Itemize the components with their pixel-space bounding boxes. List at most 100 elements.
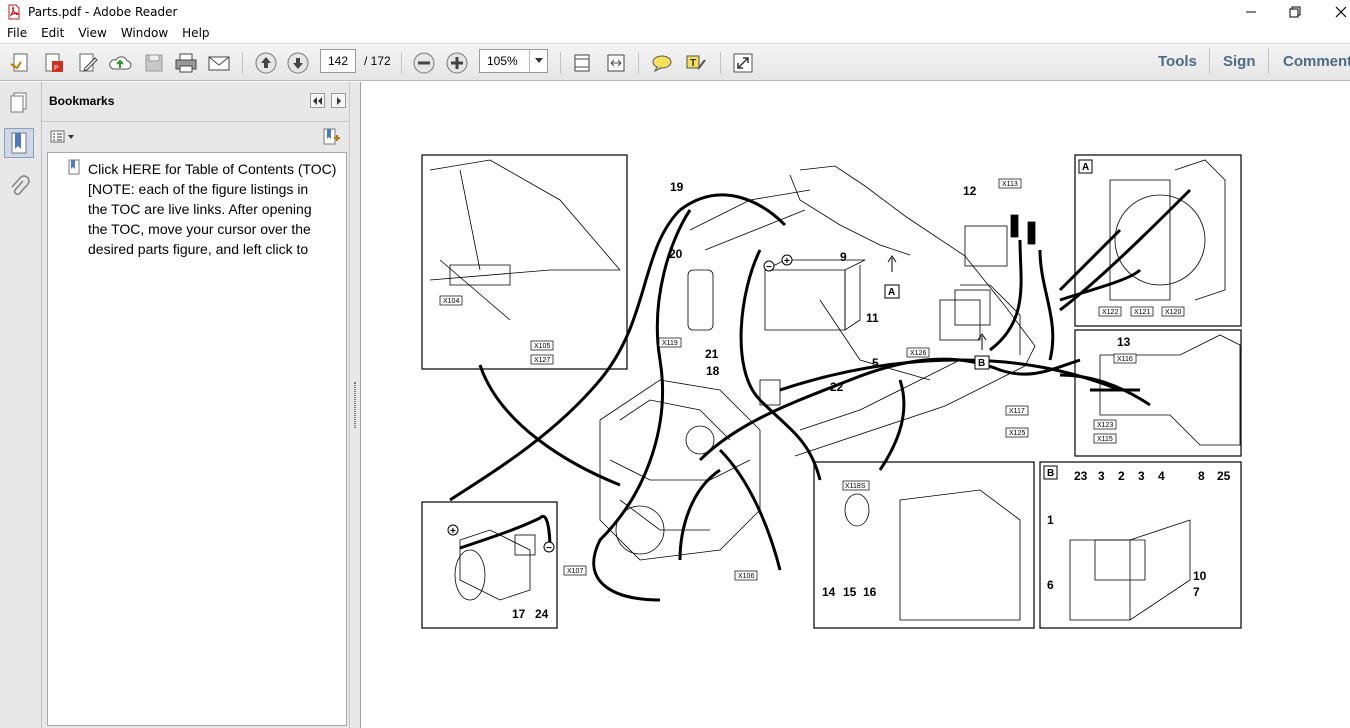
- bookmark-item-icon: [68, 159, 88, 259]
- pdf-file-icon: [6, 4, 22, 20]
- highlight-button[interactable]: T: [684, 51, 708, 75]
- inset-lamp: [813, 461, 1035, 629]
- tag-x120: X120: [1161, 306, 1185, 317]
- page-thumbnails-button[interactable]: [4, 88, 34, 118]
- svg-text:11: 11: [866, 311, 879, 325]
- page-number-input[interactable]: 142: [320, 49, 356, 73]
- svg-text:4: 4: [1158, 469, 1165, 483]
- tag-x117: X117: [1005, 405, 1029, 416]
- fit-width-icon: [607, 54, 625, 72]
- svg-text:X104: X104: [443, 298, 459, 305]
- export-pdf-button[interactable]: P: [42, 51, 66, 75]
- svg-text:16: 16: [863, 585, 877, 599]
- tag-x119: X119: [658, 337, 682, 348]
- svg-text:X116: X116: [1117, 356, 1133, 363]
- tools-pane-button[interactable]: Tools: [1158, 53, 1197, 70]
- zoom-select[interactable]: 105%: [479, 49, 548, 73]
- sign-pane-button[interactable]: Sign: [1223, 53, 1256, 70]
- expand-panel-button[interactable]: [331, 93, 346, 108]
- svg-text:X127: X127: [534, 357, 550, 364]
- tag-x122: X122: [1098, 306, 1122, 317]
- bookmarks-title: Bookmarks: [49, 94, 115, 108]
- harness-wires: [449, 188, 1192, 602]
- bookmark-item-toc[interactable]: Click HERE for Table of Contents (TOC) […: [68, 159, 343, 259]
- panel-splitter[interactable]: [349, 82, 361, 728]
- zoom-in-button[interactable]: [445, 51, 469, 75]
- menu-help[interactable]: Help: [182, 26, 210, 40]
- svg-text:X117: X117: [1009, 408, 1025, 415]
- fit-page-icon: [574, 54, 590, 72]
- menu-edit[interactable]: Edit: [41, 26, 65, 40]
- svg-text:23: 23: [1074, 469, 1088, 483]
- svg-text:B: B: [978, 358, 985, 369]
- svg-text:20: 20: [669, 247, 683, 261]
- email-button[interactable]: [207, 51, 231, 75]
- svg-text:3: 3: [1098, 469, 1105, 483]
- cloud-upload-button[interactable]: [108, 51, 132, 75]
- svg-text:+: +: [784, 256, 790, 267]
- tag-x106: X106: [734, 570, 758, 581]
- menu-view[interactable]: View: [78, 26, 107, 40]
- comment-pane-button[interactable]: Comment: [1283, 53, 1350, 70]
- svg-text:P: P: [54, 65, 59, 72]
- navigation-rail: [0, 82, 42, 728]
- bookmark-item-label: Click HERE for Table of Contents (TOC) […: [88, 161, 337, 257]
- inset-pump: [1074, 329, 1242, 457]
- inset-starter: [421, 501, 558, 629]
- document-view[interactable]: X104 X105 X127 X119 X113 X126 X116 X117 …: [361, 82, 1350, 728]
- bookmark-expand-icon: [323, 128, 340, 145]
- highlighter-icon: T: [686, 55, 706, 70]
- create-pdf-button[interactable]: [8, 51, 32, 75]
- envelope-icon: [208, 56, 230, 71]
- svg-text:17: 17: [512, 607, 526, 621]
- svg-text:22: 22: [830, 380, 844, 394]
- previous-page-button[interactable]: [254, 51, 278, 75]
- svg-text:8: 8: [1198, 469, 1205, 483]
- svg-text:21: 21: [705, 347, 719, 361]
- save-button[interactable]: [142, 51, 166, 75]
- next-page-button[interactable]: [286, 51, 310, 75]
- tag-x121: X121: [1130, 306, 1154, 317]
- svg-text:X123: X123: [1097, 422, 1113, 429]
- bookmarks-list: Click HERE for Table of Contents (TOC) […: [47, 152, 347, 726]
- full-screen-button[interactable]: [731, 51, 755, 75]
- svg-text:14: 14: [822, 585, 836, 599]
- expand-icon: [733, 53, 753, 73]
- options-menu-button[interactable]: [50, 129, 76, 145]
- close-button[interactable]: [1318, 0, 1350, 23]
- toolbar: P T: [0, 43, 1350, 81]
- minus-icon: [413, 52, 435, 74]
- parts-diagram: X104 X105 X127 X119 X113 X126 X116 X117 …: [421, 154, 1242, 629]
- double-chevron-left-icon: [312, 96, 322, 105]
- save-icon: [145, 54, 163, 72]
- collapse-panel-button[interactable]: [310, 93, 325, 108]
- inset-a: [1074, 154, 1242, 327]
- chevron-down-icon[interactable]: [529, 50, 547, 72]
- svg-text:7: 7: [1193, 585, 1200, 599]
- minimize-button[interactable]: [1228, 0, 1274, 23]
- fit-width-button[interactable]: [604, 51, 628, 75]
- restore-button[interactable]: [1272, 0, 1318, 23]
- speech-bubble-icon: [652, 55, 672, 73]
- svg-text:18: 18: [706, 364, 720, 378]
- menu-window[interactable]: Window: [120, 26, 169, 40]
- paperclip-icon: [11, 175, 30, 196]
- zoom-out-button[interactable]: [412, 51, 436, 75]
- tag-x107: X107: [563, 565, 587, 576]
- tag-x115: X115: [1093, 433, 1117, 444]
- fit-page-button[interactable]: [570, 51, 594, 75]
- edit-pdf-button[interactable]: [76, 51, 100, 75]
- arrow-down-icon: [287, 52, 309, 74]
- print-button[interactable]: [174, 51, 198, 75]
- svg-text:24: 24: [535, 607, 549, 621]
- title-bar: Parts.pdf - Adobe Reader: [0, 0, 1350, 23]
- bookmarks-panel-button[interactable]: [4, 128, 34, 158]
- svg-text:10: 10: [1193, 569, 1207, 583]
- attachments-button[interactable]: [4, 172, 34, 202]
- polarity-marks: + − + −: [447, 254, 793, 554]
- tag-x127: X127: [530, 354, 554, 365]
- comment-button[interactable]: [650, 51, 674, 75]
- restore-icon: [1289, 6, 1301, 17]
- expand-bookmark-button[interactable]: [322, 128, 342, 146]
- menu-file[interactable]: File: [7, 26, 28, 40]
